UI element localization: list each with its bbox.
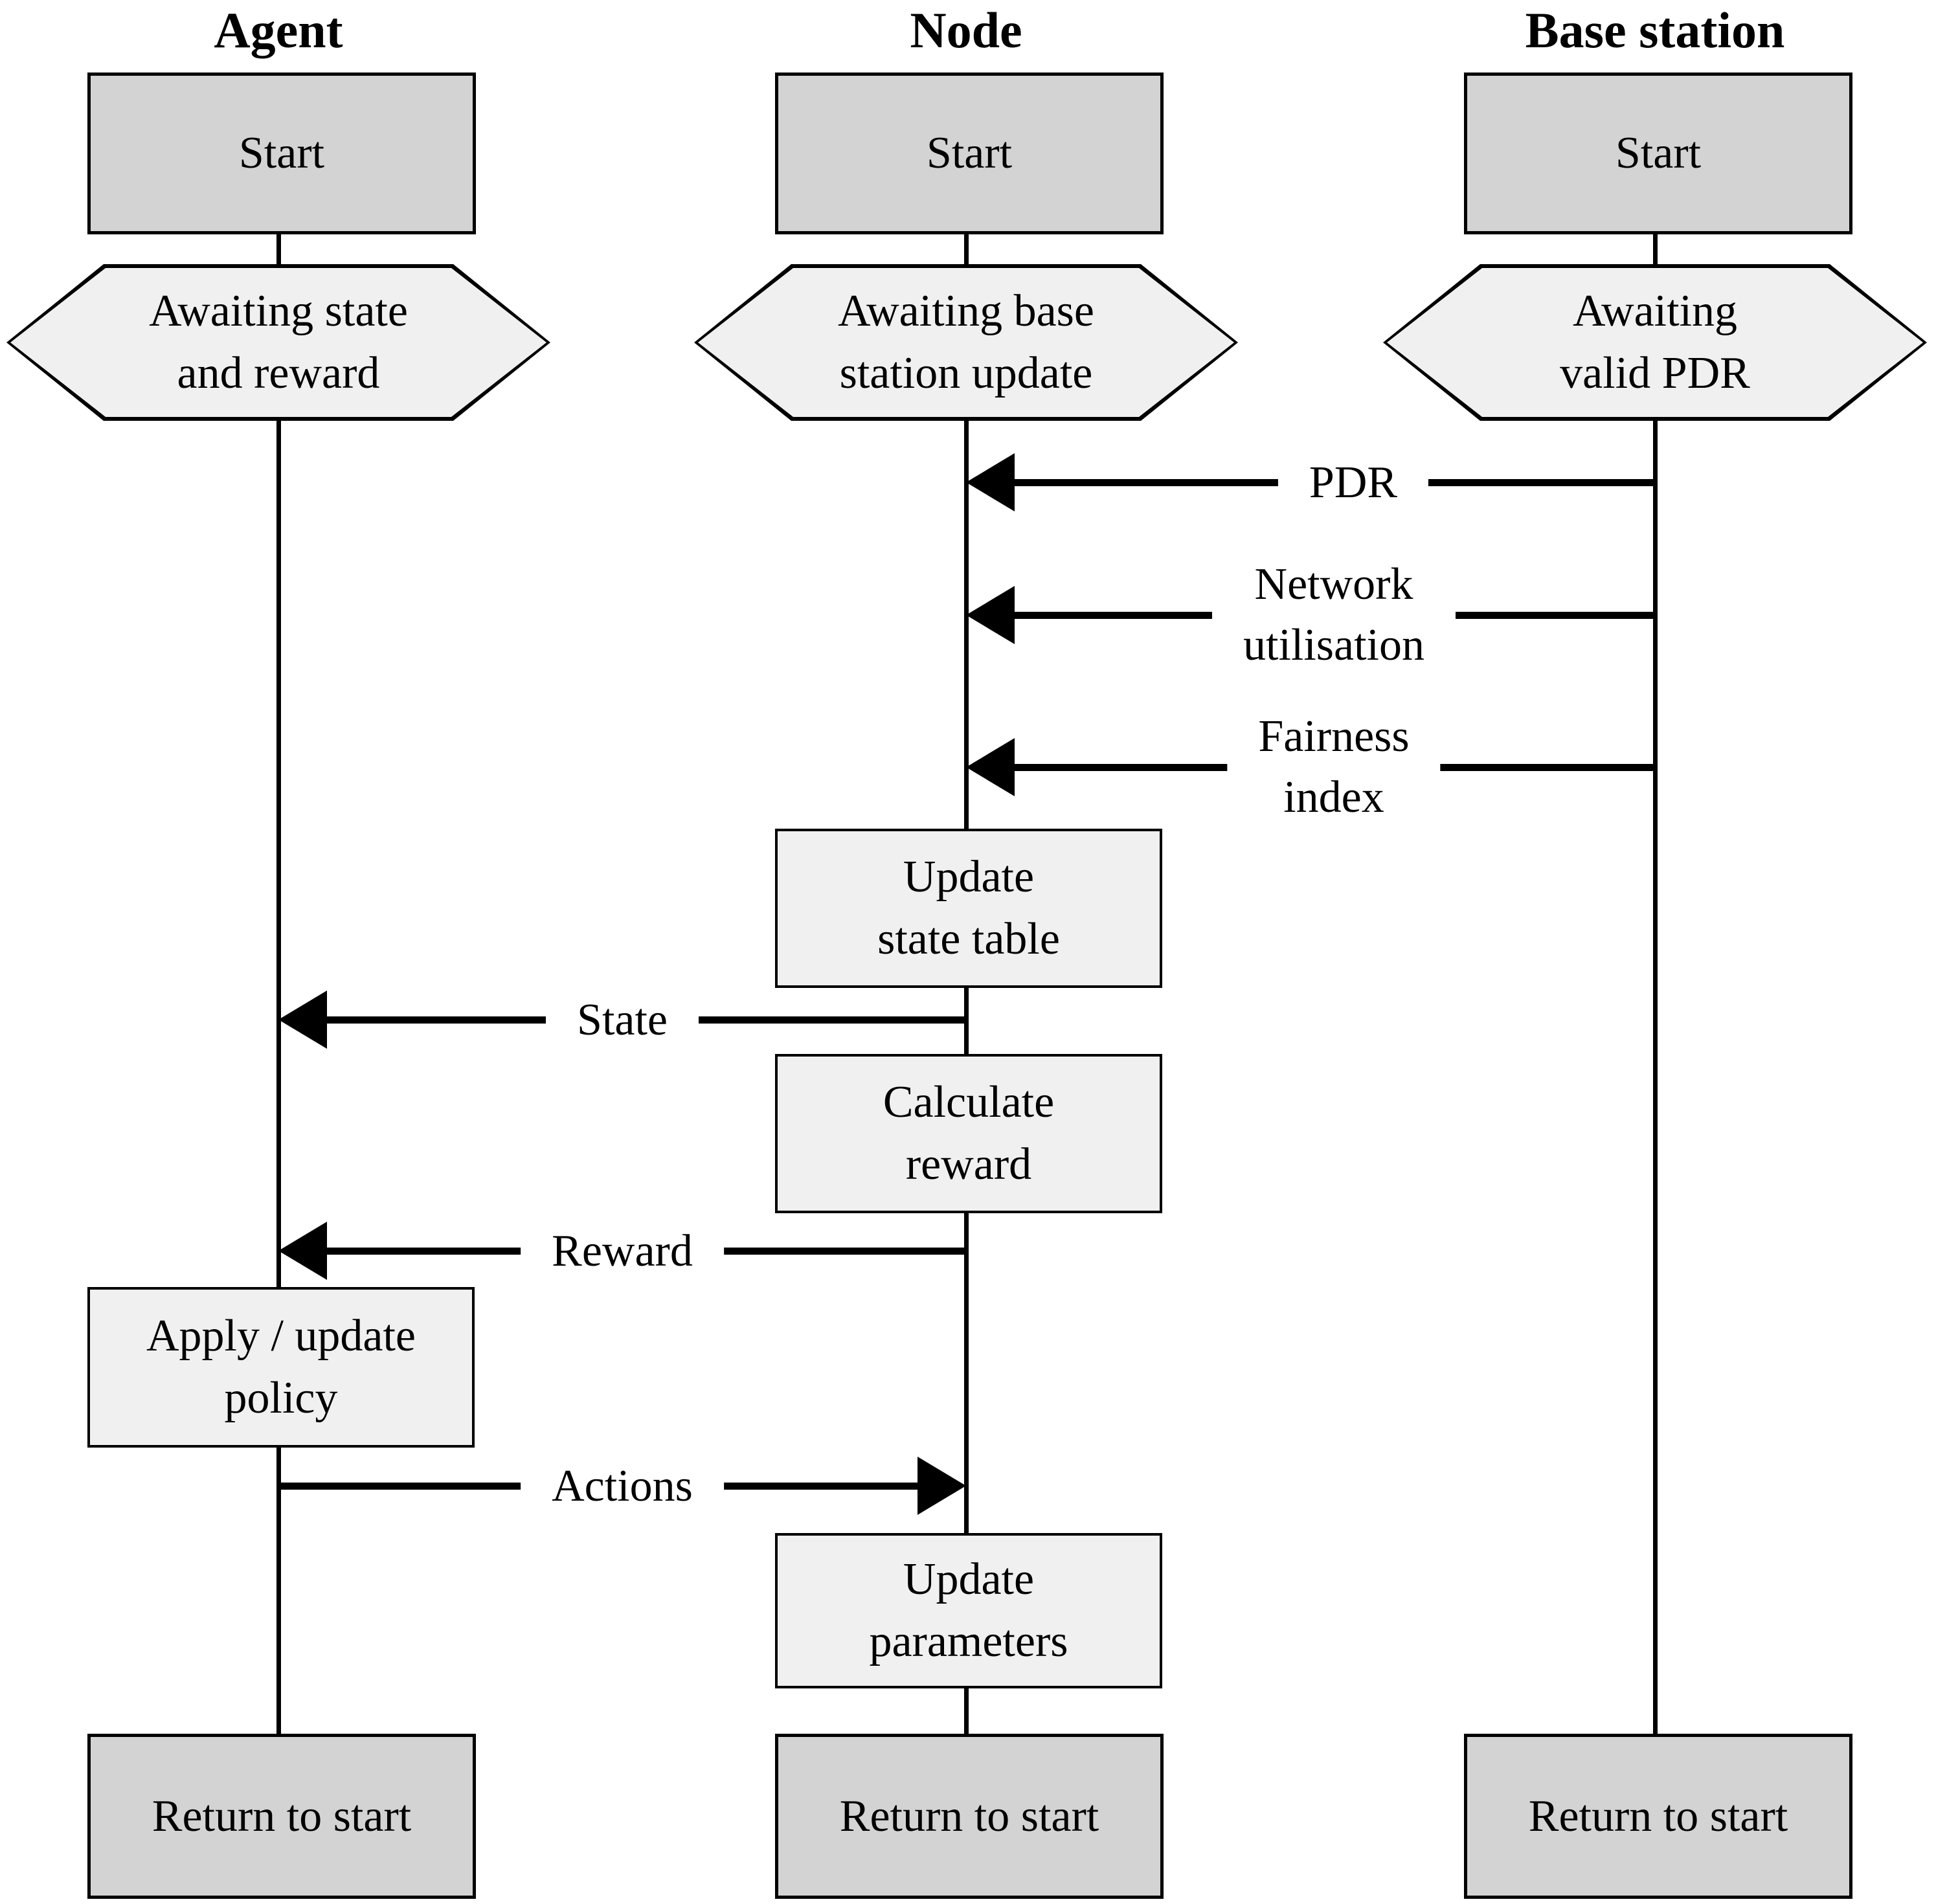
- process-box-calculate-reward: Calculate reward: [775, 1054, 1162, 1213]
- start-box-agent: Start: [87, 73, 476, 234]
- lifeline-base-station: [1653, 220, 1658, 1742]
- process-box-update-state-table: Update state table: [775, 829, 1162, 988]
- wait-hexagon-node-label: Awaiting base station update: [698, 268, 1234, 417]
- wait-hexagon-agent-label: Awaiting state and reward: [10, 268, 546, 417]
- wait-hexagon-agent: Awaiting state and reward: [6, 264, 550, 421]
- message-label-reward: Reward: [521, 1221, 724, 1282]
- wait-hexagon-base-station: Awaiting valid PDR: [1383, 264, 1927, 421]
- arrow-head-right-icon: [917, 1457, 966, 1515]
- arrow-head-left-icon: [966, 453, 1015, 511]
- wait-hexagon-base-station-label: Awaiting valid PDR: [1387, 268, 1923, 417]
- start-box-node: Start: [775, 73, 1164, 234]
- message-label-state: State: [546, 990, 699, 1051]
- lane-header-agent: Agent: [214, 2, 343, 58]
- return-box-agent: Return to start: [87, 1734, 476, 1899]
- wait-hexagon-node: Awaiting base station update: [694, 264, 1238, 421]
- start-box-base-station: Start: [1464, 73, 1852, 234]
- lane-header-node: Node: [910, 2, 1022, 58]
- arrow-head-left-icon: [966, 586, 1015, 644]
- arrow-head-left-icon: [278, 991, 327, 1049]
- lane-header-base-station: Base station: [1525, 2, 1785, 58]
- message-label-network-utilisation: Network utilisation: [1212, 554, 1456, 676]
- process-box-apply-update-policy: Apply / update policy: [87, 1287, 475, 1448]
- return-box-base-station: Return to start: [1464, 1734, 1852, 1899]
- lifeline-agent: [276, 220, 281, 1742]
- arrow-head-left-icon: [966, 738, 1015, 796]
- message-label-fairness-index: Fairness index: [1227, 706, 1441, 828]
- return-box-node: Return to start: [775, 1734, 1164, 1899]
- arrow-head-left-icon: [278, 1222, 327, 1280]
- message-label-pdr: PDR: [1278, 453, 1429, 513]
- process-box-update-parameters: Update parameters: [775, 1533, 1162, 1688]
- message-label-actions: Actions: [521, 1456, 724, 1517]
